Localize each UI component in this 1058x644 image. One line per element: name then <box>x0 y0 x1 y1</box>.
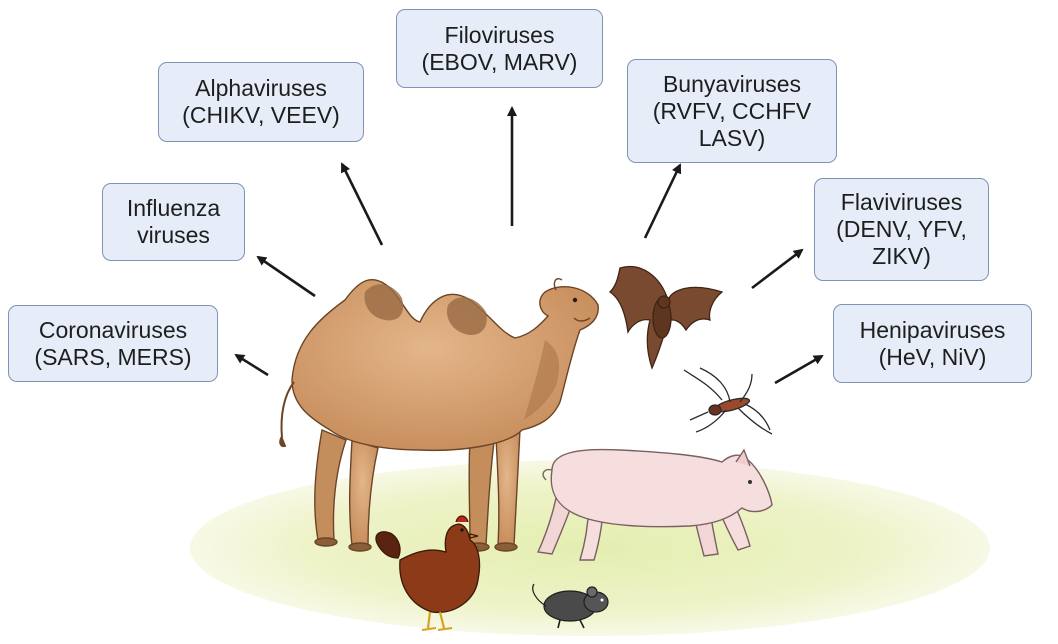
flaviviruses-examples: (DENV, YFV, <box>836 216 967 242</box>
henipaviruses-examples: (HeV, NiV) <box>878 343 987 370</box>
arrow-bunyaviruses <box>643 163 682 239</box>
henipaviruses-name: Henipaviruses <box>859 316 1006 343</box>
alphaviruses-box: Alphaviruses (CHIKV, VEEV) <box>158 62 364 142</box>
bunyaviruses-name: Bunyaviruses <box>662 70 802 97</box>
mosquito-illustration <box>683 367 773 435</box>
filoviruses-name: Filoviruses <box>444 21 555 48</box>
alphaviruses-name: Alphaviruses <box>195 75 327 101</box>
bunyaviruses-examples-2: LASV) <box>698 124 766 151</box>
flaviviruses-examples-2: ZIKV) <box>872 243 931 269</box>
bat-illustration <box>608 266 724 370</box>
flaviviruses-name: Flaviviruses <box>840 189 963 215</box>
bunyaviruses-examples: (RVFV, CCHFV <box>652 97 812 124</box>
bunyaviruses-box: Bunyaviruses (RVFV, CCHFV LASV) <box>627 59 837 163</box>
coronaviruses-box: Coronaviruses (SARS, MERS) <box>8 305 218 382</box>
arrow-influenza <box>256 255 316 298</box>
pig-illustration <box>536 448 773 561</box>
chicken-illustration <box>375 515 481 631</box>
coronaviruses-name: Coronaviruses <box>38 316 188 343</box>
arrow-flaviviruses <box>751 248 804 290</box>
influenza-examples: viruses <box>137 222 210 248</box>
coronaviruses-examples: (SARS, MERS) <box>34 343 192 370</box>
mouse-illustration <box>532 583 609 629</box>
arrow-henipaviruses <box>774 354 824 385</box>
influenza-name: Influenza <box>126 195 221 221</box>
flaviviruses-box: Flaviviruses (DENV, YFV, ZIKV) <box>814 178 989 281</box>
influenza-box: Influenza viruses <box>102 183 245 261</box>
alphaviruses-examples: (CHIKV, VEEV) <box>182 102 340 128</box>
henipaviruses-box: Henipaviruses (HeV, NiV) <box>833 304 1032 383</box>
camel-illustration <box>279 278 599 552</box>
arrow-alphaviruses <box>340 162 384 246</box>
filoviruses-box: Filoviruses (EBOV, MARV) <box>396 9 603 88</box>
filoviruses-examples: (EBOV, MARV) <box>421 48 578 75</box>
arrow-coronaviruses <box>234 353 269 377</box>
